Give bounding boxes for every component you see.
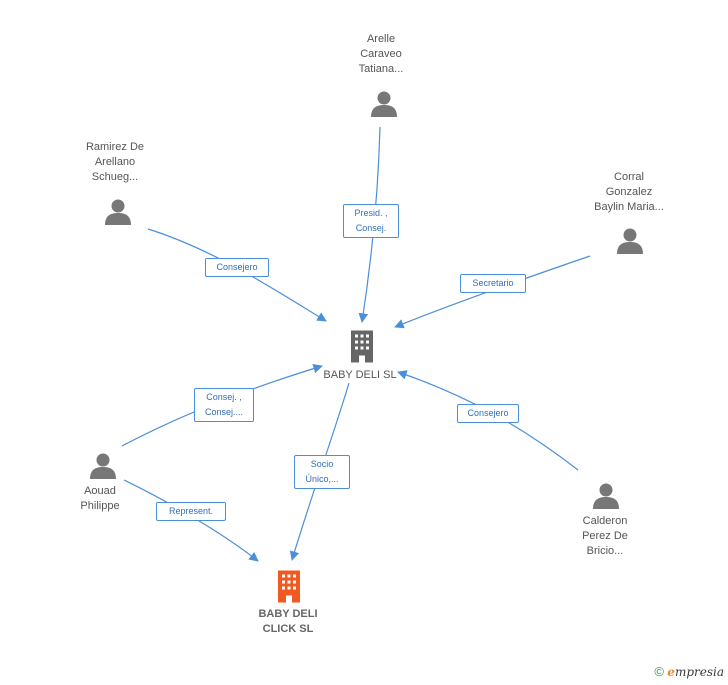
person-label-aouad[interactable]: Aouad Philippe (80, 485, 120, 512)
company-label-baby-deli[interactable]: BABY DELI SL (323, 369, 397, 381)
edge-label-socio-unico[interactable]: Socio Único,... (294, 455, 350, 489)
person-icon-calderon[interactable] (593, 483, 619, 510)
person-label-calderon[interactable]: Calderon Perez De Bricio... (582, 515, 628, 557)
person-label-ramirez[interactable]: Ramirez De Arellano Schueg... (85, 141, 145, 183)
company-label-baby-deli-click[interactable]: BABY DELI CLICK SL (258, 608, 318, 635)
edge-label-represent[interactable]: Represent. (156, 502, 226, 521)
person-label-corral[interactable]: Corral Gonzalez Baylin Maria... (594, 171, 664, 213)
copyright-icon: © (654, 664, 664, 679)
person-icon-arelle[interactable] (371, 91, 397, 118)
edge-label-consejero-ramirez[interactable]: Consejero (205, 258, 269, 277)
edge-label-secretario[interactable]: Secretario (460, 274, 526, 293)
person-label-arelle[interactable]: Arelle Caraveo Tatiana... (358, 33, 404, 75)
empresia-logo: empresia (667, 665, 724, 679)
edge-label-presid-consej[interactable]: Presid. , Consej. (343, 204, 399, 238)
edge-label-consejero-calderon[interactable]: Consejero (457, 404, 519, 423)
person-icon-corral[interactable] (617, 228, 643, 255)
empresia-watermark: © empresia (654, 664, 724, 679)
building-icon-baby-deli-click[interactable] (278, 570, 300, 603)
person-icon-ramirez[interactable] (105, 199, 131, 226)
edge-label-consej-aouad[interactable]: Consej. , Consej.... (194, 388, 254, 422)
person-icon-aouad[interactable] (90, 453, 116, 480)
building-icon-baby-deli[interactable] (351, 330, 373, 363)
